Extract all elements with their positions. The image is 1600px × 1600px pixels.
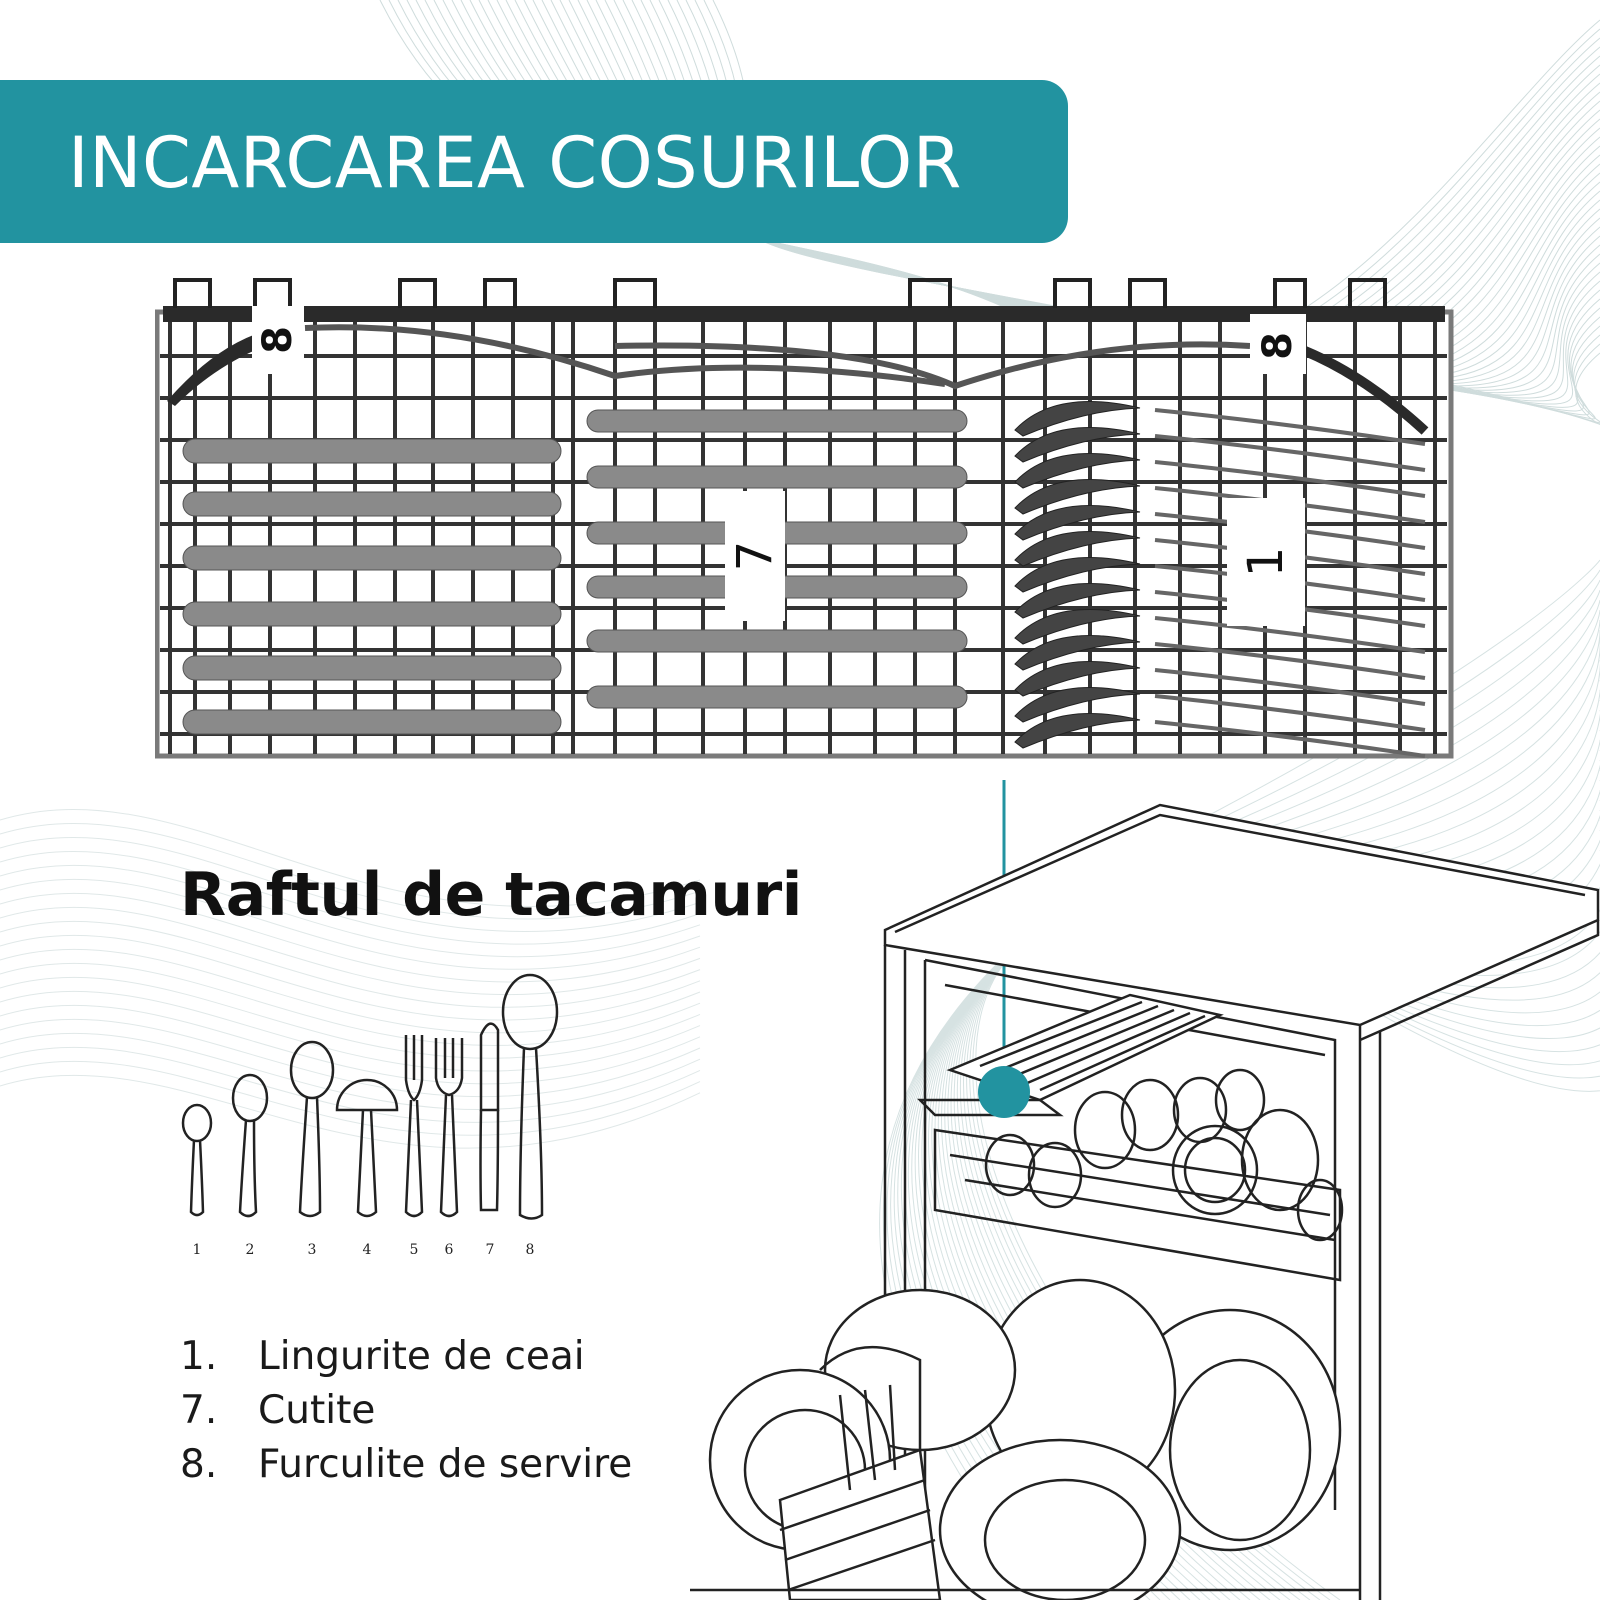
highlight-marker	[978, 1066, 1030, 1118]
teaspoon-handle	[1154, 408, 1426, 446]
wave-line	[0, 865, 701, 958]
knife	[586, 629, 968, 653]
tablespoon-icon	[289, 1040, 335, 1218]
teaspoon-handle	[1154, 616, 1426, 654]
legend-text: Lingurite de ceai	[258, 1334, 585, 1379]
serving-fork-right-handle	[614, 341, 1251, 390]
serving-fork-right	[1303, 346, 1429, 435]
knife	[586, 409, 968, 433]
rack-label-8-left: 8	[252, 306, 304, 374]
dessert-spoon-icon	[231, 1073, 269, 1218]
serving-fork-left	[167, 331, 265, 406]
wave-line	[0, 823, 701, 920]
teaspoon	[1014, 583, 1141, 619]
teaspoon	[1014, 479, 1141, 515]
cutlery-rack-illustration: 8 7 1 8	[155, 278, 1454, 759]
legend-item: 8. Furculite de servire	[180, 1438, 632, 1492]
legend-list: 1. Lingurite de ceai 7. Cutite 8. Furculite…	[180, 1330, 632, 1492]
teaspoon	[1014, 609, 1141, 645]
knife	[586, 685, 968, 709]
cutlery-number: 1	[193, 1242, 202, 1258]
teaspoon	[1014, 531, 1141, 567]
rack-label: 7	[727, 541, 783, 572]
wave-line	[0, 935, 701, 1021]
cutlery-number: 8	[526, 1242, 535, 1258]
legend-number: 8.	[180, 1442, 218, 1487]
cutlery-number: 5	[410, 1242, 419, 1258]
knife	[182, 655, 562, 681]
upper-basket	[933, 1128, 1342, 1282]
knife	[586, 465, 968, 489]
fork-icon	[404, 1035, 424, 1218]
serving-spoon-icon	[501, 973, 559, 1220]
teaspoon	[1014, 427, 1141, 463]
wave-line	[0, 907, 701, 996]
rack-label: 8	[255, 326, 301, 354]
cutlery-number: 4	[363, 1242, 372, 1258]
teaspoon-handle	[1154, 720, 1426, 758]
rack-hooks	[173, 278, 1387, 308]
teaspoon	[1014, 401, 1141, 437]
dishwasher-body	[883, 945, 1382, 1600]
cutlery-types-illustration: 1 2 3 4 5 6 7 8	[181, 973, 559, 1258]
wave-line	[0, 962, 701, 1046]
wave-line	[0, 1004, 701, 1085]
dishwasher-illustration	[690, 803, 1600, 1600]
teaspoon-handle	[1154, 694, 1426, 732]
serving-fork-left-handle	[304, 324, 946, 387]
legend-text: Cutite	[258, 1388, 376, 1433]
wave-line	[0, 949, 701, 1034]
teaspoon	[1014, 505, 1141, 541]
knife-icon	[479, 1022, 500, 1212]
teaspoon	[1014, 661, 1141, 697]
teaspoon-handle	[1154, 460, 1426, 498]
wave-line	[0, 1032, 701, 1110]
soup-spoon-icon	[335, 1078, 399, 1218]
teaspoon	[1014, 453, 1141, 489]
teaspoon	[1014, 687, 1141, 723]
rack-label-1: 1	[1227, 498, 1305, 626]
dishwasher-top	[883, 803, 1600, 1027]
section-title: Raftul de tacamuri	[180, 860, 802, 930]
teaspoon-icon	[181, 1103, 213, 1217]
teaspoon	[1014, 713, 1141, 749]
wave-line	[0, 879, 701, 970]
legend-item: 1. Lingurite de ceai	[180, 1330, 632, 1384]
wave-line	[0, 921, 701, 1008]
legend-number: 7.	[180, 1388, 218, 1433]
wave-line	[0, 837, 701, 932]
cutlery-number: 2	[246, 1242, 255, 1258]
page-title: INCARCAREA COSURILOR	[68, 122, 962, 204]
wave-line	[0, 851, 701, 945]
cups	[984, 1068, 1344, 1242]
wave-line	[0, 809, 701, 907]
knife	[182, 601, 562, 627]
legend-number: 1.	[180, 1334, 218, 1379]
cutlery-number: 3	[308, 1242, 317, 1258]
knife	[182, 438, 562, 464]
cutlery-number: 7	[486, 1242, 495, 1258]
cutlery-number: 6	[445, 1242, 454, 1258]
legend-item: 7. Cutite	[180, 1384, 632, 1438]
title-banner	[0, 80, 1068, 243]
teaspoon	[1014, 635, 1141, 671]
rack-label: 1	[1238, 547, 1294, 578]
wave-line	[0, 893, 701, 983]
teaspoon	[1014, 557, 1141, 593]
wave-line	[0, 976, 701, 1059]
rack-label: 8	[1255, 332, 1301, 360]
rack-label-8-right: 8	[1250, 314, 1306, 374]
legend-text: Furculite de servire	[258, 1442, 633, 1487]
rack-label-7: 7	[725, 491, 785, 621]
dessert-fork-icon	[434, 1038, 464, 1218]
teaspoon-handle	[1154, 434, 1426, 472]
knife	[182, 545, 562, 571]
rack-spoons	[1014, 401, 1426, 758]
teaspoon-handle	[1154, 668, 1426, 706]
teaspoon-handle	[1154, 642, 1426, 680]
knife	[182, 491, 562, 517]
wave-line	[0, 1018, 701, 1098]
knife	[182, 709, 562, 735]
